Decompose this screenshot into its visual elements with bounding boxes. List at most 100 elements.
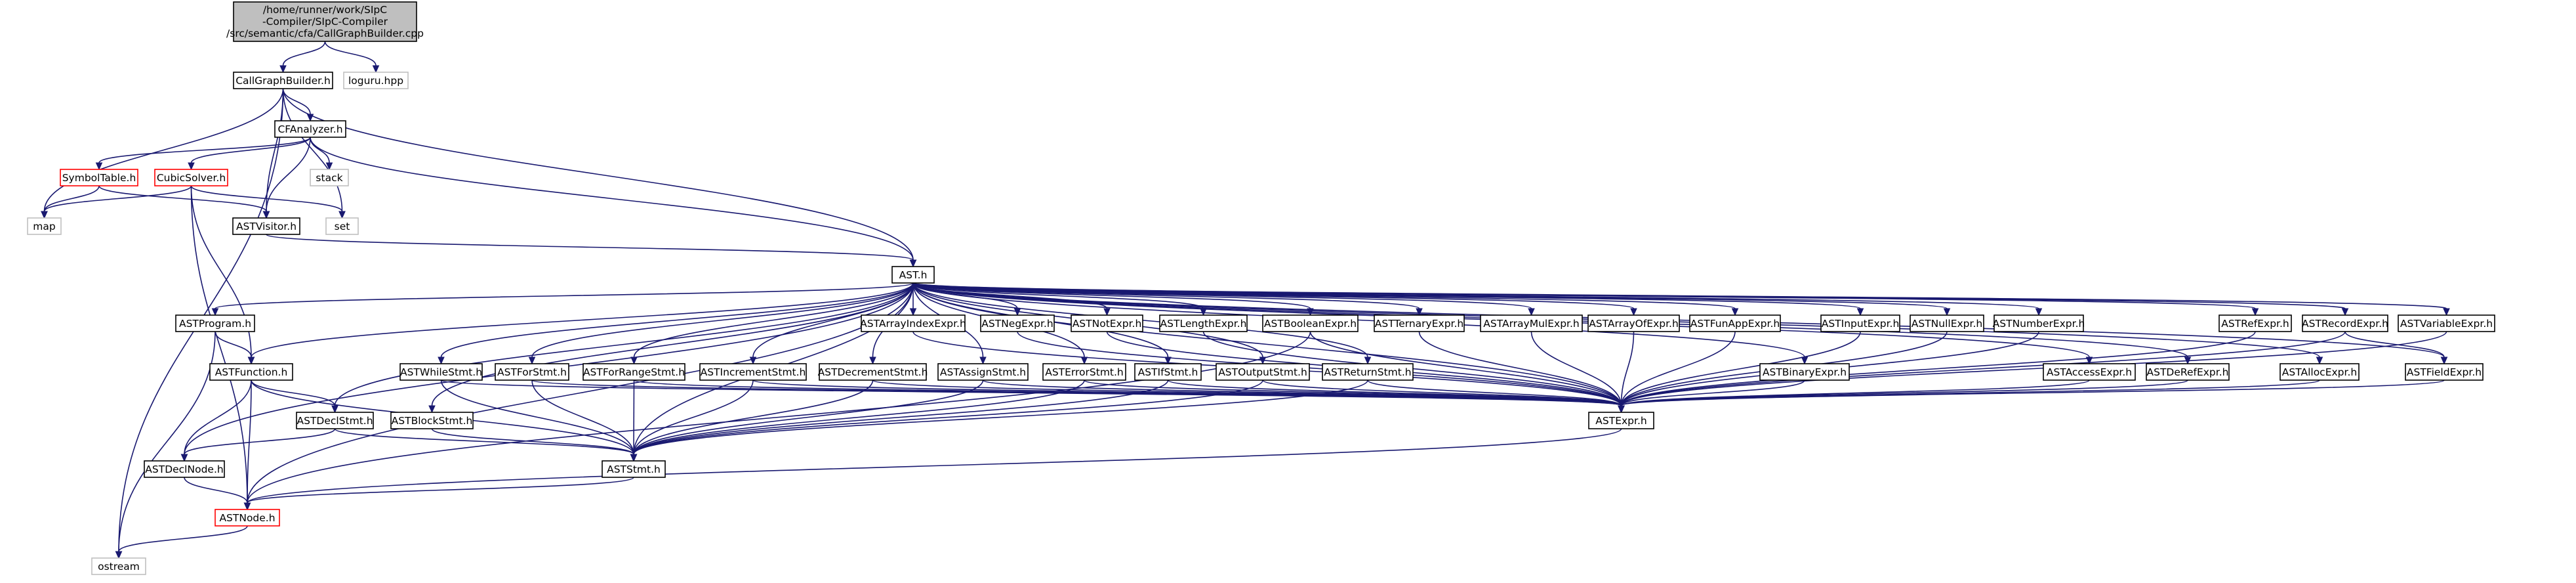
- include-edge: [243, 282, 914, 511]
- node-label: ASTDeRefExpr.h: [2147, 366, 2229, 378]
- node-label: ostream: [98, 561, 140, 572]
- node-label: ASTArrayOfExpr.h: [1589, 318, 1679, 330]
- node-astexpr-h[interactable]: ASTExpr.h: [1588, 412, 1654, 429]
- node-aststmt-h[interactable]: ASTStmt.h: [602, 460, 666, 478]
- node-astforstmt-h[interactable]: ASTForStmt.h: [495, 363, 569, 381]
- node-astrecordexpr-h[interactable]: ASTRecordExpr.h: [2302, 314, 2388, 332]
- node-astnumberexpr-h[interactable]: ASTNumberExpr.h: [1993, 314, 2085, 332]
- node-astforrangestmt-h[interactable]: ASTForRangeStmt.h: [583, 363, 685, 381]
- node-astternaryexpr-h[interactable]: ASTTernaryExpr.h: [1374, 314, 1465, 332]
- node-astvisitor-h[interactable]: ASTVisitor.h: [232, 217, 300, 235]
- node-label: ASTNumberExpr.h: [1993, 318, 2085, 330]
- include-edge: [630, 379, 874, 462]
- include-edge: [324, 41, 380, 74]
- node-astfieldexpr-h[interactable]: ASTFieldExpr.h: [2405, 363, 2484, 381]
- node-label: CallGraphBuilder.h: [235, 75, 331, 87]
- node-stack[interactable]: stack: [310, 169, 349, 186]
- node-label: set: [335, 221, 350, 232]
- node-cfanalyzer-h[interactable]: CFAnalyzer.h: [274, 120, 346, 138]
- node-label: ASTFunction.h: [215, 366, 288, 378]
- node-astwhilestmt-h[interactable]: ASTWhileStmt.h: [399, 363, 483, 381]
- include-edge: [115, 331, 216, 559]
- include-edge: [630, 282, 914, 365]
- node-root[interactable]: /home/runner/work/SIpC-Compiler/SIpC-Com…: [226, 1, 424, 42]
- node-asterrorstmt-h[interactable]: ASTErrorStmt.h: [1042, 363, 1126, 381]
- node-label: ASTNode.h: [219, 512, 275, 524]
- node-label: ASTBinaryExpr.h: [1763, 366, 1847, 378]
- include-edge: [180, 428, 336, 462]
- node-label-line: /src/semantic/cfa/CallGraphBuilder.cpp: [226, 28, 424, 39]
- node-label: CFAnalyzer.h: [277, 123, 342, 135]
- edges: [41, 41, 2450, 559]
- node-label: ASTExpr.h: [1595, 415, 1646, 427]
- node-astnullexpr-h[interactable]: ASTNullExpr.h: [1910, 314, 1984, 332]
- node-astarrayofexpr-h[interactable]: ASTArrayOfExpr.h: [1587, 314, 1680, 332]
- include-edge: [190, 185, 255, 365]
- include-edge: [282, 88, 314, 122]
- node-label: ASTForRangeStmt.h: [583, 366, 685, 378]
- node-ast-h[interactable]: AST.h: [891, 266, 935, 284]
- include-edge: [180, 379, 252, 462]
- node-astarraymulexpr-h[interactable]: ASTArrayMulExpr.h: [1480, 314, 1583, 332]
- node-label: ASTRecordExpr.h: [2302, 318, 2388, 330]
- node-astvariableexpr-h[interactable]: ASTVariableExpr.h: [2398, 314, 2495, 332]
- node-label: ASTArrayIndexExpr.h: [860, 318, 966, 330]
- node-symboltable-h[interactable]: SymbolTable.h: [60, 169, 138, 186]
- include-edge: [251, 379, 338, 414]
- node-astarrayindexexpr-h[interactable]: ASTArrayIndexExpr.h: [860, 314, 966, 332]
- node-astnotexpr-h[interactable]: ASTNotExpr.h: [1071, 314, 1143, 332]
- node-astifstmt-h[interactable]: ASTIfStmt.h: [1134, 363, 1202, 381]
- include-edge: [243, 428, 1622, 511]
- node-astassignstmt-h[interactable]: ASTAssignStmt.h: [937, 363, 1029, 381]
- node-astprogram-h[interactable]: ASTProgram.h: [175, 314, 255, 332]
- node-label: loguru.hpp: [348, 75, 403, 87]
- include-edge: [115, 525, 248, 559]
- node-astoutputstmt-h[interactable]: ASTOutputStmt.h: [1216, 363, 1310, 381]
- include-edge: [98, 185, 270, 219]
- node-label: ASTOutputStmt.h: [1218, 366, 1307, 378]
- node-astderefexpr-h[interactable]: ASTDeRefExpr.h: [2146, 363, 2230, 381]
- node-astdeclstmt-h[interactable]: ASTDeclStmt.h: [296, 412, 374, 429]
- include-edge: [279, 41, 326, 74]
- node-astdeclnode-h[interactable]: ASTDeclNode.h: [144, 460, 225, 478]
- node-astfunappexpr-h[interactable]: ASTFunAppExpr.h: [1689, 314, 1781, 332]
- include-edge: [912, 282, 2450, 316]
- node-astaccessexpr-h[interactable]: ASTAccessExpr.h: [2043, 363, 2136, 381]
- include-edge: [95, 137, 311, 171]
- node-loguru-hpp[interactable]: loguru.hpp: [343, 72, 409, 89]
- node-set[interactable]: set: [325, 217, 359, 235]
- node-astbinaryexpr-h[interactable]: ASTBinaryExpr.h: [1759, 363, 1850, 381]
- node-label-line: /home/runner/work/SIpC: [263, 4, 387, 16]
- node-astallocexpr-h[interactable]: ASTAllocExpr.h: [2280, 363, 2360, 381]
- node-astinputexpr-h[interactable]: ASTInputExpr.h: [1820, 314, 1900, 332]
- node-astfunction-h[interactable]: ASTFunction.h: [209, 363, 293, 381]
- node-label: ASTDecrementStmt.h: [818, 366, 928, 378]
- node-label: ASTArrayMulExpr.h: [1483, 318, 1579, 330]
- node-astblockstmt-h[interactable]: ASTBlockStmt.h: [390, 412, 474, 429]
- node-astincrementstmt-h[interactable]: ASTIncrementStmt.h: [699, 363, 807, 381]
- nodes: /home/runner/work/SIpC-Compiler/SIpC-Com…: [27, 1, 2495, 575]
- include-edge: [41, 185, 192, 219]
- include-edge: [266, 234, 917, 268]
- node-callgraphbuilder-h[interactable]: CallGraphBuilder.h: [233, 72, 333, 89]
- include-edge: [438, 282, 914, 365]
- include-edge: [428, 282, 914, 414]
- node-label: ASTIncrementStmt.h: [701, 366, 806, 378]
- node-astdecrementstmt-h[interactable]: ASTDecrementStmt.h: [818, 363, 928, 381]
- node-map[interactable]: map: [27, 217, 62, 235]
- node-astbooleanexpr-h[interactable]: ASTBooleanExpr.h: [1262, 314, 1359, 332]
- node-astlengthexpr-h[interactable]: ASTLengthExpr.h: [1159, 314, 1248, 332]
- node-label: ASTDeclStmt.h: [296, 415, 373, 427]
- node-astnode-h[interactable]: ASTNode.h: [215, 509, 280, 527]
- node-label-line: -Compiler/SIpC-Compiler: [262, 16, 388, 28]
- node-label: ASTFunAppExpr.h: [1690, 318, 1780, 330]
- node-astreturnstmt-h[interactable]: ASTReturnStmt.h: [1322, 363, 1414, 381]
- node-label: ASTWhileStmt.h: [400, 366, 482, 378]
- node-ostream[interactable]: ostream: [91, 557, 146, 575]
- node-astnegexpr-h[interactable]: ASTNegExpr.h: [980, 314, 1055, 332]
- node-label: ASTRefExpr.h: [2221, 318, 2289, 330]
- node-astrefexpr-h[interactable]: ASTRefExpr.h: [2218, 314, 2292, 332]
- node-cubicsolver-h[interactable]: CubicSolver.h: [154, 169, 228, 186]
- include-edge: [282, 88, 346, 219]
